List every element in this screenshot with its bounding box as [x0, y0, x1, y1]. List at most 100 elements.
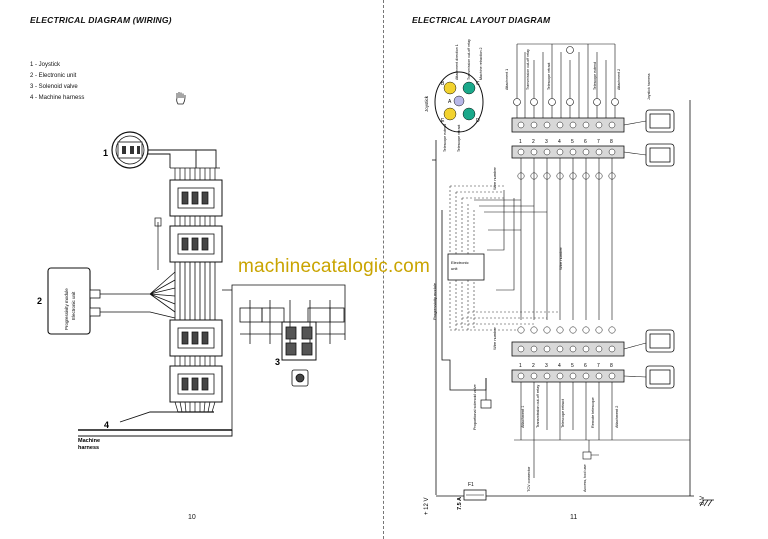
connector-icon — [645, 109, 675, 167]
svg-text:Transmission cut-off relay: Transmission cut-off relay — [526, 49, 530, 90]
harness-label-1: Machine — [78, 438, 100, 444]
svg-text:3: 3 — [545, 363, 548, 369]
svg-text:Machine retraction 2: Machine retraction 2 — [479, 47, 483, 80]
joystick-label: Joystick — [424, 95, 429, 112]
bottom-wire-labels: Attachment 1 Transmission cut-off relay … — [473, 384, 619, 492]
legend-item-solenoid-valve: 3 - Solenoid valve — [30, 84, 78, 90]
svg-text:Attachment direction 1: Attachment direction 1 — [455, 44, 459, 80]
top-switches — [513, 43, 619, 118]
fuse-icon — [463, 489, 487, 501]
svg-text:D: D — [476, 118, 480, 124]
svg-text:Transmission cut-off relay: Transmission cut-off relay — [467, 39, 471, 80]
proportional-label: Proportional solenoid valve — [473, 384, 477, 430]
right-page: ELECTRICAL LAYOUT DIAGRAM B C A E D Joys… — [384, 0, 768, 539]
svg-text:8: 8 — [610, 139, 613, 145]
svg-text:Telescope retract: Telescope retract — [457, 125, 461, 152]
legend: 1 - Joystick 2 - Electronic unit 3 - Sol… — [30, 60, 84, 104]
svg-text:7: 7 — [597, 139, 600, 145]
electronic-unit-box: Electronic unit Progressivity module — [432, 253, 485, 320]
svg-text:Telescope retract: Telescope retract — [561, 398, 565, 428]
hand-cursor-icon — [176, 92, 186, 105]
button-c — [462, 81, 476, 95]
callout-4: 4 — [104, 420, 109, 430]
svg-text:8: 8 — [610, 363, 613, 369]
voltage-plus-label: + 12 V — [424, 497, 430, 515]
left-page-title: ELECTRICAL DIAGRAM (WIRING) — [30, 15, 172, 25]
bottom-outputs — [514, 382, 690, 478]
electronic-unit-label-right: Electronic — [451, 260, 469, 265]
voltage-zero-label: 0 V — [700, 496, 706, 505]
right-page-title: ELECTRICAL LAYOUT DIAGRAM — [412, 15, 551, 25]
legend-item-joystick: 1 - Joystick — [30, 62, 61, 68]
svg-text:4: 4 — [558, 139, 561, 145]
fuse-label: F1 — [468, 482, 474, 488]
top-switch-labels: Attachment 1 Transmission cut-off relay … — [505, 49, 651, 100]
svg-text:1: 1 — [519, 363, 522, 369]
bottom-terminal-strip: Wire number 1 2 3 4 5 6 7 8 — [492, 326, 675, 389]
legend-item-electronic-unit: 2 - Electronic unit — [30, 73, 77, 79]
svg-text:3: 3 — [545, 139, 548, 145]
layout-diagram: B C A E D Joystick Attachment direction … — [424, 39, 714, 515]
svg-text:2: 2 — [532, 139, 535, 145]
page-divider — [383, 0, 384, 539]
central-trunk — [100, 262, 216, 320]
svg-text:6: 6 — [584, 139, 587, 145]
svg-text:Attachment 2: Attachment 2 — [617, 69, 621, 90]
electronic-unit-sublabel: Electronic unit — [71, 291, 76, 320]
joystick-harness-label: Joystick harness — [647, 73, 651, 100]
svg-text:Telescope extend: Telescope extend — [593, 62, 597, 90]
callout-1: 1 — [103, 148, 108, 158]
svg-text:Attachment 1: Attachment 1 — [505, 69, 509, 90]
wire-number-label-top: Wire number — [492, 166, 497, 190]
button-e — [443, 107, 457, 121]
connector-icon-bottom — [645, 329, 675, 389]
joystick-component — [111, 131, 217, 169]
tcv-label: TCV connector — [527, 466, 531, 492]
wire-number-label-bottom: Wire number — [492, 326, 497, 350]
button-a — [453, 95, 465, 107]
button-b — [443, 81, 457, 95]
top-terminal-strip: 1 2 3 4 5 6 7 8 — [511, 109, 675, 167]
main-wires — [474, 158, 613, 320]
svg-text:Telescope retract: Telescope retract — [547, 63, 551, 90]
watermark: machinecatalogic.com — [238, 256, 430, 277]
svg-text:Remote telescope: Remote telescope — [591, 397, 595, 428]
svg-text:Transmission cut-off relay: Transmission cut-off relay — [536, 385, 540, 428]
fuse-rating: 7.5 A — [457, 497, 463, 510]
electronic-unit-label: Progressivity module — [64, 288, 69, 330]
svg-text:A: A — [448, 99, 452, 105]
joystick-buttons: B C A E D Joystick Attachment direction … — [424, 39, 484, 152]
progressivity-label: Progressivity module — [432, 282, 437, 320]
svg-text:Attachment 2: Attachment 2 — [615, 406, 619, 428]
svg-text:2: 2 — [532, 363, 535, 369]
svg-text:B: B — [441, 81, 445, 87]
right-page-number: 11 — [570, 514, 578, 521]
svg-text:E: E — [441, 118, 445, 124]
callout-3: 3 — [275, 357, 280, 367]
svg-text:Telescope extend: Telescope extend — [443, 124, 447, 152]
left-page: ELECTRICAL DIAGRAM (WIRING) 1 - Joystick… — [30, 15, 346, 521]
machine-harness-component — [78, 411, 233, 437]
left-page-number: 10 — [188, 514, 196, 521]
wiring-diagram: 1 Progressivity module Electronic — [37, 92, 346, 451]
wire-number-label-mid: Wire number — [558, 246, 563, 270]
upper-harness — [154, 167, 223, 270]
svg-text:5: 5 — [571, 363, 574, 369]
top-wire-markers — [517, 172, 616, 180]
svg-text:6: 6 — [584, 363, 587, 369]
button-d — [462, 107, 476, 121]
solenoid-valve-component — [120, 284, 346, 431]
svg-text:7: 7 — [597, 363, 600, 369]
ground-icon — [699, 499, 714, 507]
svg-text:5: 5 — [571, 139, 574, 145]
harness-label-2: harness — [78, 445, 99, 451]
svg-text:4: 4 — [558, 363, 561, 369]
svg-text:unit: unit — [451, 266, 458, 271]
legend-item-machine-harness: 4 - Machine harness — [30, 95, 85, 101]
svg-text:Attachment 1: Attachment 1 — [521, 406, 525, 428]
callout-2: 2 — [37, 296, 42, 306]
proportional-solenoid-icon — [480, 378, 492, 409]
svg-text:1: 1 — [519, 139, 522, 145]
svg-text:C: C — [476, 81, 480, 87]
access-label: Access, tool use — [583, 464, 587, 492]
